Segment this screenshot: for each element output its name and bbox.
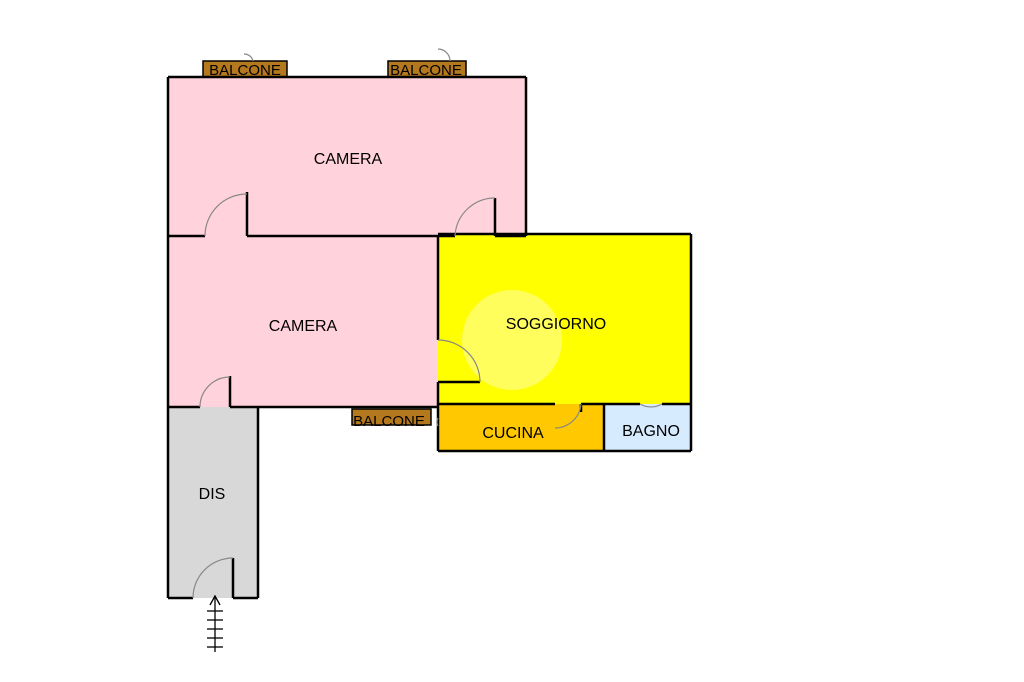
room-label-bagno: BAGNO bbox=[622, 423, 680, 440]
soggiorno-light-highlight bbox=[462, 290, 562, 390]
doors bbox=[192, 48, 663, 599]
walls bbox=[166, 75, 693, 600]
balcony-label-top-left: BALCONE bbox=[209, 62, 281, 79]
room-label-camera-top: CAMERA bbox=[314, 151, 383, 168]
room-label-cucina: CUCINA bbox=[482, 425, 544, 442]
balcony-label-bottom: BALCONE bbox=[353, 413, 425, 430]
room-camera-middle bbox=[168, 236, 438, 407]
room-label-camera-middle: CAMERA bbox=[269, 318, 338, 335]
room-bagno bbox=[604, 404, 691, 451]
room-cucina bbox=[438, 404, 604, 451]
room-label-soggiorno: SOGGIORNO bbox=[506, 316, 606, 333]
entrance-arrow-icon bbox=[207, 594, 223, 652]
balcony-bottom bbox=[351, 408, 432, 426]
room-label-dis: DIS bbox=[199, 486, 226, 503]
room-dis bbox=[168, 407, 258, 598]
balcony-label-top-right: BALCONE bbox=[390, 62, 462, 79]
